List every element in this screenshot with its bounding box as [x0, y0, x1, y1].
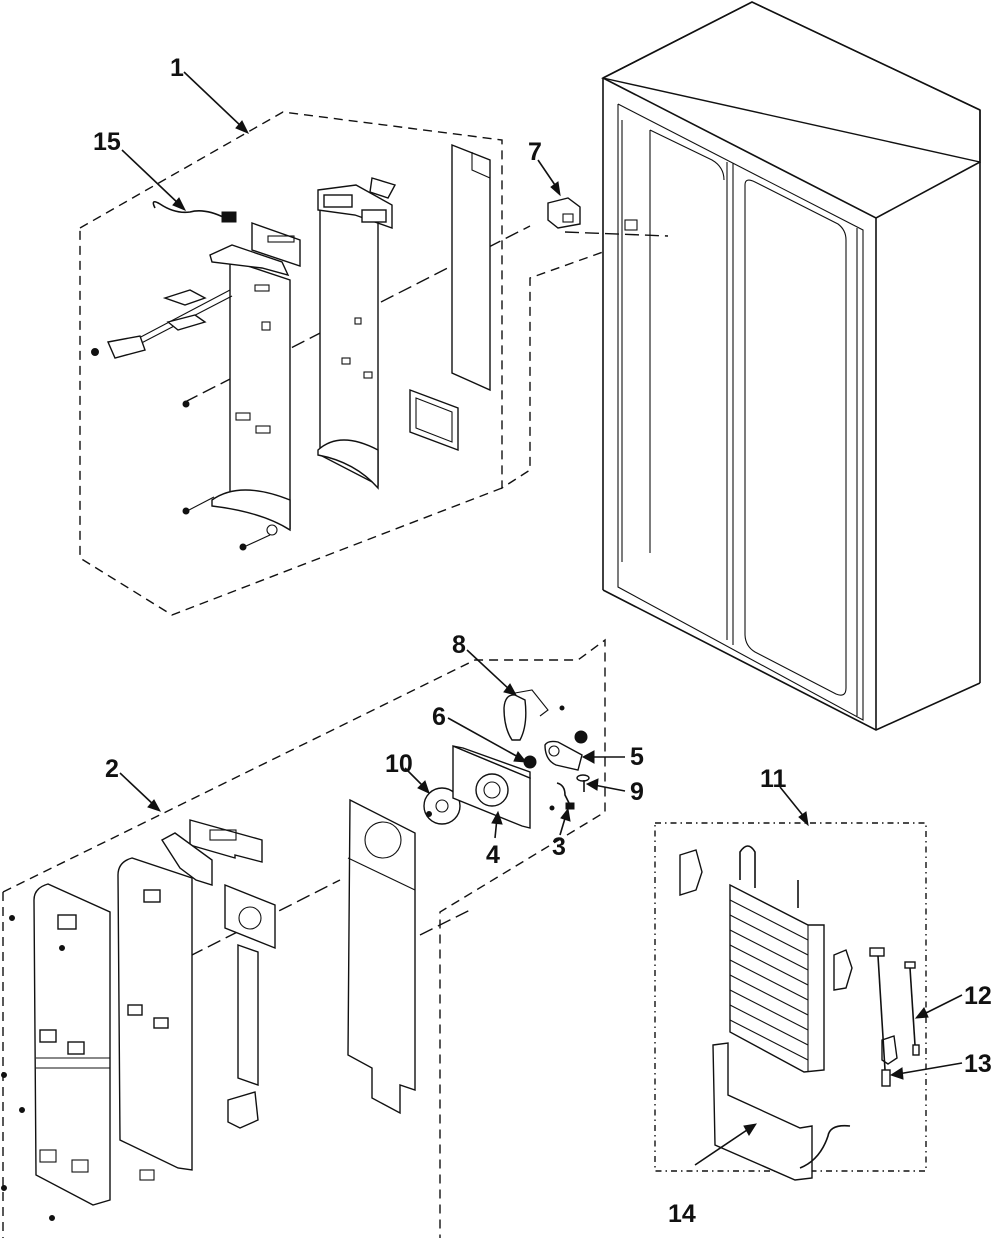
wire-harness — [152, 200, 237, 223]
callout-9: 9 — [630, 778, 644, 806]
defrost-heater — [712, 1042, 851, 1181]
callout-11: 11 — [760, 765, 787, 793]
fan-motor — [544, 730, 588, 771]
callout-6: 6 — [432, 703, 446, 731]
leader-lines — [119, 71, 963, 1166]
callout-2: 2 — [105, 755, 119, 783]
callout-14: 14 — [668, 1200, 696, 1228]
screw — [576, 774, 590, 792]
callout-8: 8 — [452, 631, 466, 659]
callout-4: 4 — [486, 841, 500, 869]
sensor-fuse — [869, 947, 891, 1087]
callout-3: 3 — [552, 833, 566, 861]
fan-blade — [423, 787, 461, 825]
sensor-defrost — [904, 961, 920, 1056]
evaporator-assembly — [679, 845, 898, 1073]
callout-10: 10 — [385, 750, 413, 778]
callout-12: 12 — [964, 982, 992, 1010]
callout-13: 13 — [964, 1050, 992, 1078]
callout-15: 15 — [93, 128, 121, 156]
upper-dispenser-assembly — [91, 143, 491, 551]
assembly-2-boundary — [2, 638, 606, 1238]
motor-bracket — [503, 689, 565, 741]
door-switch — [547, 197, 581, 229]
callout-1: 1 — [170, 54, 184, 82]
callout-7: 7 — [528, 138, 542, 166]
callout-5: 5 — [630, 743, 644, 771]
fan-motor-housing — [452, 744, 531, 829]
wire-harness-small — [549, 782, 575, 811]
lower-duct-assembly — [1, 798, 416, 1221]
refrigerator-cabinet — [600, 1, 981, 731]
